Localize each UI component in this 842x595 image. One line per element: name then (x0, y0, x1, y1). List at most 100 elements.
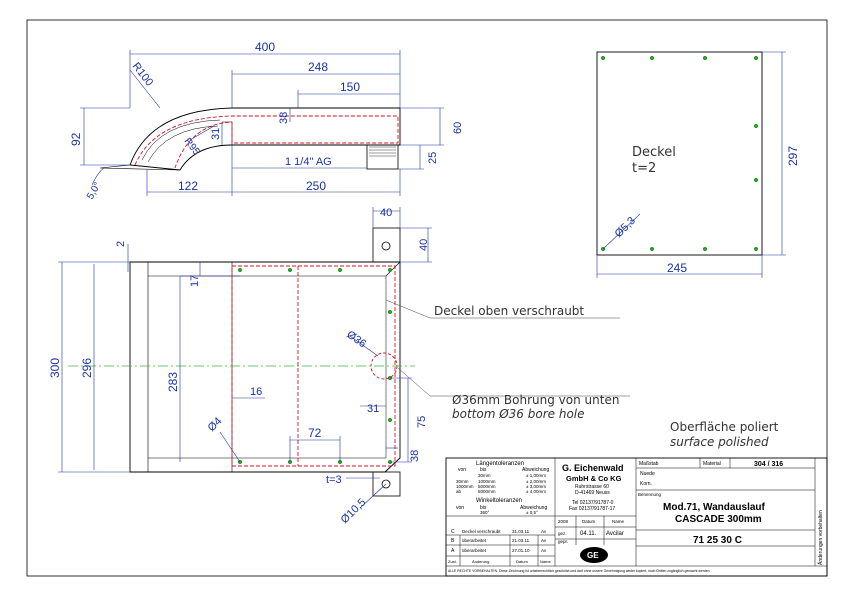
sign-year: 2008 (558, 519, 569, 524)
tol-row-4-dev: ± 4,00mm (526, 489, 546, 494)
sheet-border (26, 19, 828, 577)
dim-plan-283: 283 (166, 372, 180, 392)
side-view: 400 248 150 R100 92 38 31 R95 60 1 1/4" … (69, 40, 464, 202)
material-value: 304 / 316 (754, 461, 783, 468)
dim-side-38: 38 (278, 112, 290, 124)
dim-lid-hole: Ø5,3 (613, 215, 638, 240)
dim-plan-40-side: 40 (418, 239, 430, 251)
callout-bore-de: Ø36mm Bohrung von unten (452, 393, 619, 407)
scale-label: Maßstab (639, 461, 659, 467)
tol-row-3-dev: ± 3,00mm (526, 484, 546, 489)
tol-col-dev: Abweichung (522, 467, 549, 473)
footer-note: ALLE RECHTE VORBEHALTEN. Diese Zeichnung… (448, 569, 711, 573)
tol-row-2-from: 30mm (456, 479, 469, 484)
title-block: Längentoleranzen von bis Abweichung 30mm… (445, 457, 828, 577)
tol-row-1-dev: ± 1,00mm (526, 473, 546, 478)
tol-row-3-to: 5000mm (478, 484, 496, 489)
dim-side-248: 248 (308, 60, 328, 74)
tol-row-4-to: 5000mm (478, 489, 496, 494)
korn-label: Korn. (640, 481, 652, 487)
dim-side-r95: R95 (182, 136, 202, 158)
angle-row-to: 360° (480, 510, 490, 515)
tol-row-3-from: 1000mm (456, 484, 474, 489)
sign-checked-role: gepr. (558, 539, 568, 544)
rev-c-idx: C (451, 529, 455, 535)
lid-label: Deckel (632, 145, 676, 160)
tol-header: Längentoleranzen (476, 461, 524, 467)
side-note: Änderungen vorbehalten (817, 510, 824, 565)
company-tel: Tel 02137/91787-0 (572, 500, 614, 506)
callout-cover: Deckel oben verschraubt (434, 304, 584, 318)
dim-plan-296: 296 (80, 358, 94, 378)
dim-side-25: 25 (427, 152, 439, 164)
company-logo (580, 547, 608, 563)
rev-a-idx: A (451, 548, 455, 554)
rev-a-date: 27.01.10 (512, 548, 530, 553)
bezeichnung-label: Benennung (638, 492, 662, 497)
material-label: Material (703, 461, 721, 467)
tol-col-from: von (458, 467, 466, 473)
rev-col-zust: Zust. (448, 559, 457, 564)
dim-plan-38: 38 (409, 450, 421, 462)
tol-row-4-from: ab (456, 489, 462, 494)
rev-col-aenderung: Änderung (472, 559, 489, 564)
tol-row-2-dev: ± 2,00mm (526, 479, 546, 484)
rev-c-date: 31.03.11 (512, 529, 530, 534)
dim-lid-245: 245 (667, 261, 687, 275)
lid-thickness: t=2 (632, 161, 656, 176)
company-name-2: GmbH & Co KG (566, 474, 622, 483)
nuede-label: Nuede (640, 471, 655, 477)
dim-plan-17: 17 (189, 275, 201, 287)
rev-a-by: Av (541, 548, 547, 553)
rev-b-idx: B (451, 538, 455, 544)
dim-side-92: 92 (69, 132, 83, 146)
rev-a-text: überarbeitet (462, 548, 487, 553)
drawing-number: 71 25 30 C (693, 535, 742, 546)
dim-plan-d36: Ø36 (344, 329, 368, 351)
drawing-title-1: Mod.71, Wandauslauf (663, 502, 766, 513)
dim-plan-31: 31 (367, 403, 379, 415)
dim-side-31: 31 (210, 128, 222, 140)
sign-drawn-role: gez. (558, 531, 567, 536)
tol-row-2-to: 1000mm (478, 479, 496, 484)
rev-col-name: Name (540, 559, 551, 564)
dim-plan-d4: Ø4 (206, 415, 225, 434)
rev-col-datum: Datum (516, 559, 528, 564)
company-city: D-41469 Neuss (575, 490, 610, 496)
rev-b-by: Av (541, 538, 547, 543)
drawing-title-2: CASCADE 300mm (675, 514, 762, 525)
dim-side-thread: 1 1/4" AG (285, 156, 332, 168)
angle-col-from: von (456, 505, 464, 511)
dim-plan-16: 16 (250, 386, 262, 398)
dim-plan-t3: t=3 (326, 474, 342, 486)
dim-side-angle: 5,0° (85, 180, 103, 201)
company-street: Ruhrstrasse 60 (575, 484, 609, 490)
logo-text: GE (587, 551, 599, 560)
lid-view: Deckel t=2 297 245 Ø5,3 (596, 51, 800, 278)
angle-header: Winkeltoleranzen (476, 498, 522, 504)
angle-col-to: bis (480, 505, 487, 511)
dim-side-250: 250 (306, 179, 326, 193)
angle-row-dev: ± 0,5° (526, 510, 538, 515)
dim-plan-2: 2 (115, 241, 127, 247)
rev-c-by: Av (541, 529, 547, 534)
tol-row-1-to: 30mm (478, 473, 491, 478)
rev-b-text: überarbeitet (462, 538, 487, 543)
sign-col-date: Datum (582, 519, 596, 524)
rev-c-text: Deckel verschraubt (462, 529, 501, 534)
callout-bore-en: bottom Ø36 bore hole (452, 407, 585, 421)
dim-side-400: 400 (255, 40, 275, 54)
dim-plan-300: 300 (48, 358, 62, 378)
company-fax: Fax 02137/91787-17 (569, 506, 615, 512)
rev-b-date: 21.03.11 (512, 538, 530, 543)
surface-note-en: surface polished (670, 435, 769, 449)
company-name: G. Eichenwald (562, 463, 624, 473)
tol-col-to: bis (480, 467, 487, 473)
dim-side-122: 122 (178, 179, 198, 193)
dim-plan-d105: Ø10,5 (339, 496, 369, 526)
sign-col-name: Name (612, 519, 625, 524)
dim-side-60: 60 (452, 122, 464, 134)
sign-drawn-name: Avcilar (606, 531, 624, 537)
dim-plan-72: 72 (308, 426, 322, 440)
